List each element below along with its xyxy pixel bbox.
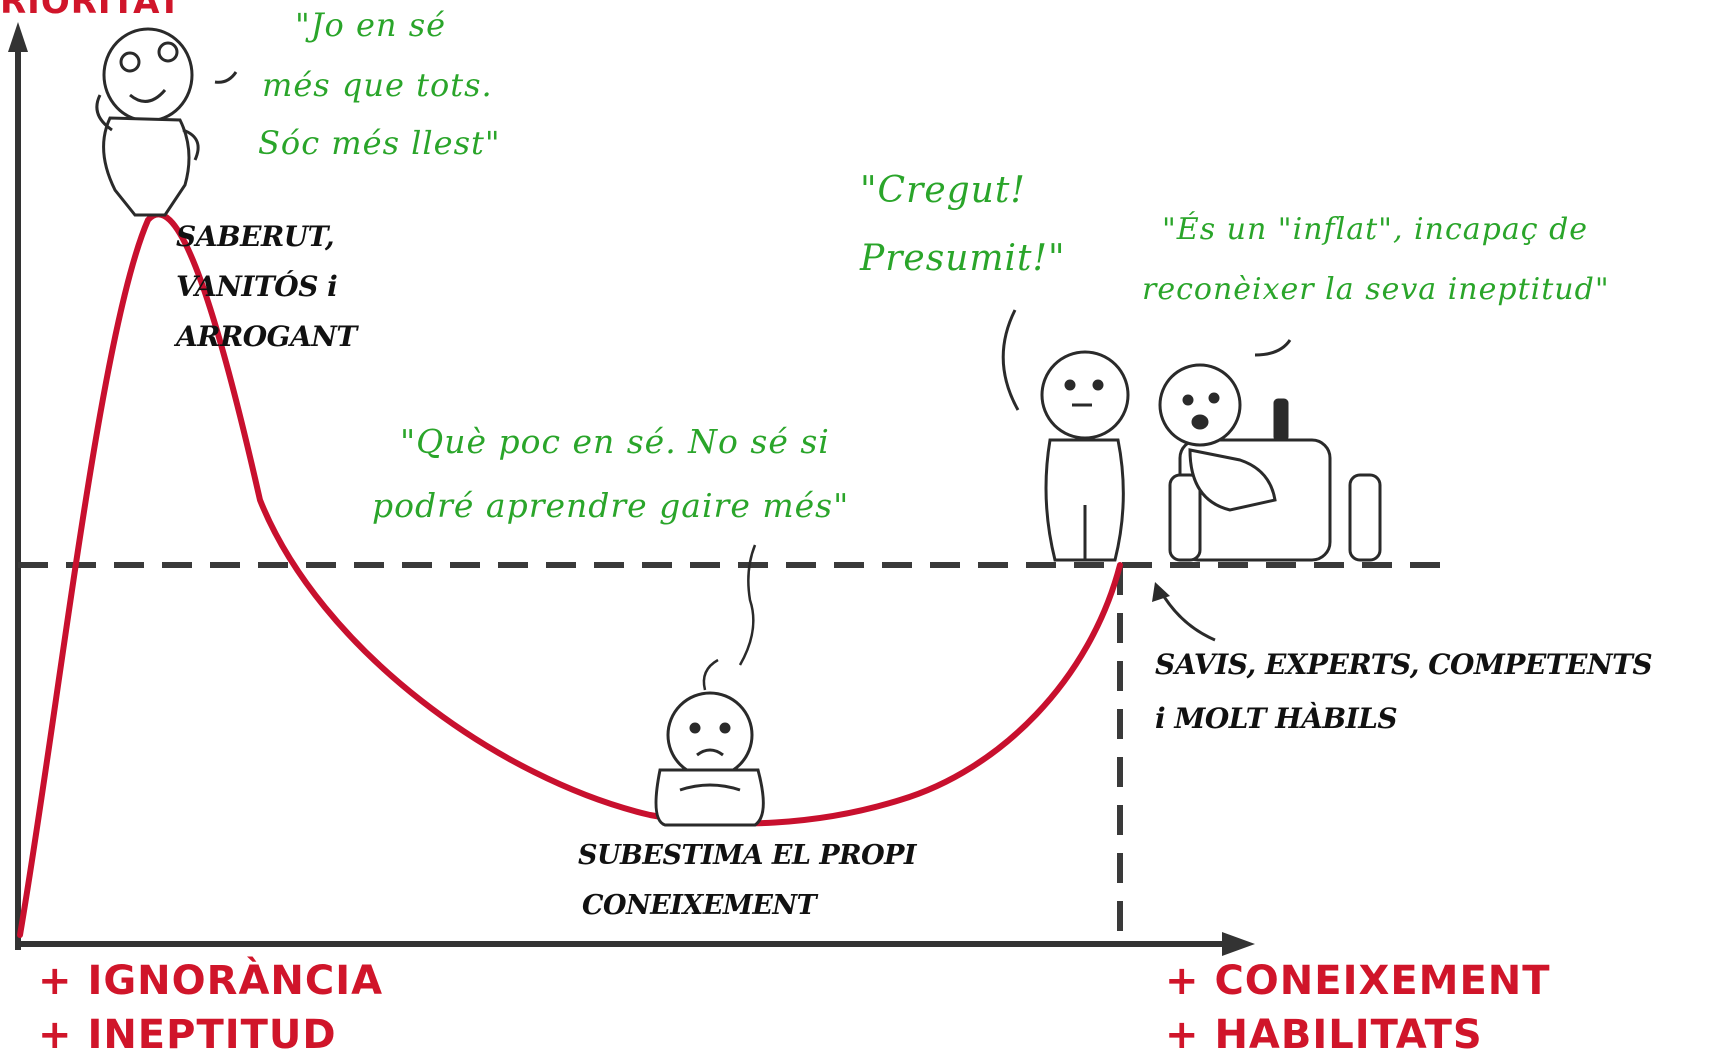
valley-label-line-1: SUBESTIMA EL PROPI	[578, 840, 917, 871]
y-axis-arrowhead	[8, 22, 28, 52]
standing-figure-icon	[1001, 309, 1130, 562]
cut-title: RIORITAT	[0, 0, 182, 22]
peak-label-line-2: VANITÓS i	[176, 270, 338, 303]
sad-sitting-figure-icon	[654, 544, 765, 827]
couch-quote-line-2: reconèixer la seva ineptitud"	[1142, 272, 1610, 307]
couch-quote-line-1: "És un "inflat", incapaç de	[1162, 212, 1589, 247]
peak-quote-line-2: més que tots.	[262, 66, 493, 104]
valley-label-line-2: CONEIXEMENT	[582, 890, 817, 921]
axis-right-line-2: + HABILITATS	[1165, 1012, 1483, 1058]
proud-figure-icon	[95, 27, 238, 217]
peak-quote-line-3: Sóc més llest"	[258, 124, 501, 162]
confidence-curve	[17, 211, 1123, 938]
bystander-quote-line-1: "Cregut!	[860, 170, 1026, 211]
experts-label-line-2: i MOLT HÀBILS	[1155, 702, 1398, 735]
x-axis-arrowhead	[1222, 932, 1255, 956]
peak-quote-line-1: "Jo en sé	[295, 6, 447, 44]
axis-right-line-1: + CONEIXEMENT	[1165, 958, 1551, 1004]
axis-left-line-2: + INEPTITUD	[38, 1012, 337, 1058]
valley-quote-line-2: podré aprendre gaire més"	[372, 486, 850, 525]
experts-label-line-1: SAVIS, EXPERTS, COMPETENTS	[1155, 648, 1653, 681]
bystander-quote-line-2: Presumit!"	[860, 238, 1066, 279]
peak-label-line-3: ARROGANT	[176, 320, 357, 353]
peak-label-line-1: SABERUT,	[176, 220, 335, 253]
pointer-arrow-icon	[1158, 589, 1216, 642]
axis-left-line-1: + IGNORÀNCIA	[38, 958, 384, 1004]
pointer-arrowhead-icon	[1152, 582, 1170, 602]
valley-quote-line-1: "Què poc en sé. No sé si	[400, 422, 830, 461]
couch-figure-icon	[1158, 339, 1382, 562]
